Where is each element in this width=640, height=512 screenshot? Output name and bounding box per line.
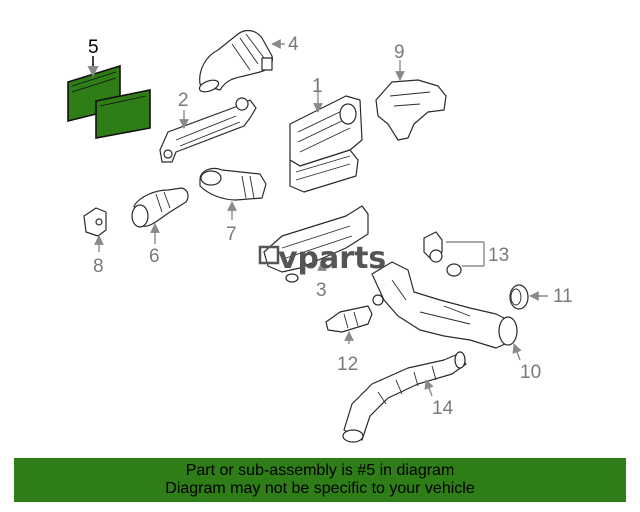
part-3-resonator[interactable] [263, 205, 369, 283]
callout-9[interactable]: 9 [394, 42, 405, 63]
callout-5[interactable]: 5 [88, 37, 99, 58]
leader-13 [446, 241, 485, 267]
info-banner: Part or sub-assembly is #5 in diagram Di… [14, 458, 626, 502]
part-13-sensors[interactable] [423, 231, 462, 277]
leader-14 [424, 379, 434, 397]
part-1-air-cleaner-housing[interactable] [289, 95, 363, 193]
callout-11[interactable]: 11 [553, 286, 573, 307]
part-14-hose[interactable] [342, 351, 467, 443]
leader-10 [512, 343, 522, 361]
part-5-air-filter[interactable] [67, 64, 151, 139]
banner-line-2: Diagram may not be specific to your vehi… [165, 480, 475, 497]
callout-8[interactable]: 8 [93, 256, 104, 277]
callout-2[interactable]: 2 [178, 90, 189, 111]
part-7-duct[interactable] [199, 167, 267, 201]
callout-14[interactable]: 14 [432, 398, 454, 419]
part-9-cover[interactable] [375, 79, 447, 141]
part-11-ring[interactable] [509, 284, 529, 310]
part-10-intake-pipe[interactable] [371, 261, 518, 349]
callout-7[interactable]: 7 [226, 224, 237, 245]
vparts-watermark: vparts [258, 241, 386, 276]
part-8-mount[interactable] [83, 207, 107, 237]
callout-3[interactable]: 3 [316, 280, 327, 301]
part-4-intake-duct[interactable] [198, 29, 273, 95]
part-12-maf-sensor[interactable] [325, 305, 373, 333]
watermark-text: vparts [278, 241, 386, 276]
callout-10[interactable]: 10 [520, 362, 541, 383]
callout-1[interactable]: 1 [312, 76, 323, 97]
part-2-bracket[interactable] [159, 97, 257, 163]
callout-4[interactable]: 4 [288, 34, 299, 55]
callout-13[interactable]: 13 [488, 245, 509, 266]
callout-6[interactable]: 6 [149, 246, 160, 267]
callout-12[interactable]: 12 [337, 354, 358, 375]
part-6-hose[interactable] [131, 187, 189, 228]
banner-line-1: Part or sub-assembly is #5 in diagram [185, 462, 455, 479]
